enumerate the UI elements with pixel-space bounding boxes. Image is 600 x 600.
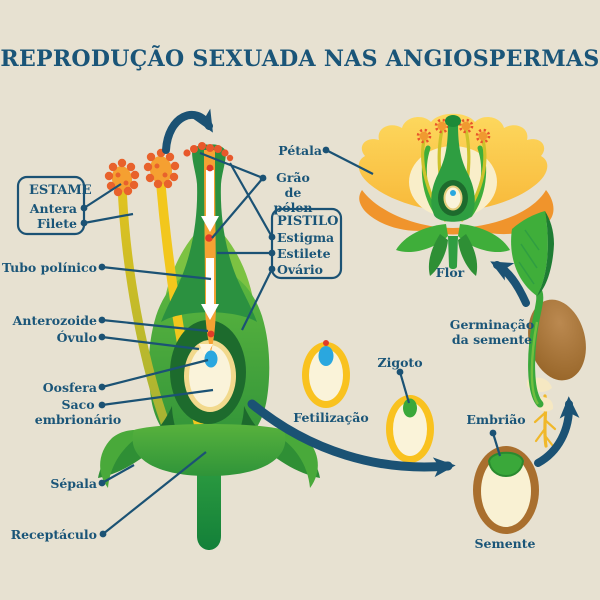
seed-illustration	[473, 446, 539, 534]
label-ovario: Ovário	[277, 262, 323, 277]
label-estame: ESTAME	[29, 183, 92, 198]
label-antera: Antera	[29, 201, 77, 216]
pollination-arrow	[162, 108, 213, 154]
main-flower-illustration	[98, 142, 320, 550]
label-filete: Filete	[36, 216, 77, 231]
label-tubo-polinico: Tubo polínico	[1, 260, 97, 275]
leader-dots	[80, 146, 497, 538]
zygote-egg	[386, 395, 434, 463]
label-oosfera: Oosfera	[42, 380, 97, 395]
embryo	[487, 451, 525, 478]
label-ovulo: Óvulo	[56, 330, 97, 345]
germination-illustration	[511, 211, 586, 448]
page-title: REPRODUÇÃO SEXUADA NAS ANGIOSPERMAS	[0, 46, 600, 72]
fertilization-arrow	[247, 399, 456, 478]
anther-illustration	[104, 148, 180, 197]
label-fetilizacao: Fetilização	[293, 410, 369, 425]
pollen-grains	[183, 142, 234, 162]
label-germinacao: Germinação da semente	[449, 317, 535, 347]
seed-to-germination-arrow	[534, 396, 580, 467]
label-petala: Pétala	[278, 143, 322, 158]
fertilization-egg	[302, 340, 350, 408]
germination-to-flower-arrow	[490, 261, 530, 307]
receptacle-sepals	[98, 424, 320, 488]
label-estigma: Estigma	[277, 230, 335, 245]
leader-lines	[83, 149, 502, 535]
label-saco-embrionario: Saco embrionário	[34, 397, 122, 427]
oosphere	[204, 350, 218, 368]
leaf	[511, 211, 548, 296]
label-embriao: Embrião	[466, 412, 526, 427]
flor-illustration	[358, 113, 554, 276]
label-zigoto: Zigoto	[377, 355, 423, 370]
label-estilete: Estilete	[277, 246, 331, 261]
pistilo-box	[270, 207, 343, 280]
flower-stem	[197, 455, 221, 550]
label-receptaculo: Receptáculo	[10, 527, 97, 542]
label-sepala: Sépala	[50, 476, 97, 491]
label-semente: Semente	[474, 536, 536, 551]
label-pistilo: PISTILO	[277, 214, 339, 229]
estame-box	[16, 175, 86, 236]
label-anterozoide: Anterozoide	[12, 313, 97, 328]
germinating-seed	[528, 299, 586, 381]
cycle-arrows	[162, 108, 580, 478]
label-flor: Flor	[435, 265, 465, 280]
label-grao-de-polen: Grão de pólen	[273, 170, 313, 215]
